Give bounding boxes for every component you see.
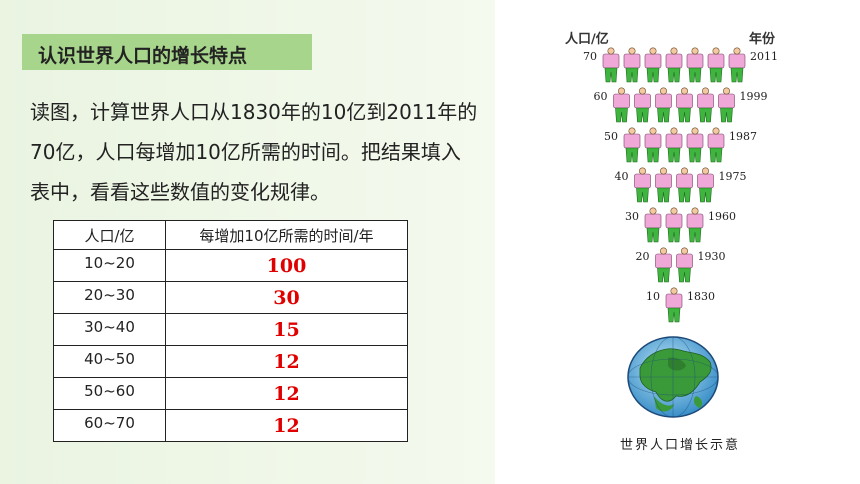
years-answer: 15 — [165, 313, 408, 346]
year-value-label: 1960 — [708, 210, 736, 223]
person-icon — [602, 47, 620, 83]
person-icon — [623, 47, 641, 83]
person-icon — [676, 167, 693, 203]
population-value-label: 20 — [636, 250, 650, 263]
person-icon — [644, 127, 662, 163]
population-range: 40~50 — [53, 345, 166, 378]
person-icon — [697, 87, 714, 123]
year-value-label: 1975 — [719, 170, 747, 183]
year-value-label: 1930 — [698, 250, 726, 263]
table-row: 60~70 12 — [53, 409, 408, 442]
population-range: 50~60 — [53, 377, 166, 410]
table-row: 30~40 15 — [53, 313, 408, 346]
person-icon — [655, 87, 672, 123]
header-population: 人口/亿 — [53, 220, 166, 250]
section-title: 认识世界人口的增长特点 — [38, 45, 248, 67]
person-icon — [676, 87, 693, 123]
years-answer: 100 — [165, 249, 408, 282]
figure-caption: 世界人口增长示意 — [620, 438, 741, 453]
person-icon — [686, 207, 704, 243]
person-icon — [644, 207, 662, 243]
population-value-label: 40 — [615, 170, 629, 183]
population-value-label: 30 — [625, 210, 639, 223]
population-range: 60~70 — [53, 409, 166, 442]
person-icon — [644, 47, 662, 83]
population-value-label: 50 — [604, 130, 618, 143]
population-range: 30~40 — [53, 313, 166, 346]
year-value-label: 1987 — [729, 130, 757, 143]
person-icon — [686, 47, 704, 83]
year-value-label: 1999 — [740, 90, 768, 103]
person-icon — [634, 167, 651, 203]
figure-population-axis-label: 人口/亿 — [565, 32, 609, 47]
instruction-paragraph: 读图，计算世界人口从1830年的10亿到2011年的70亿，人口每增加10亿所需… — [30, 100, 478, 204]
population-value-label: 70 — [583, 50, 597, 63]
person-icon — [665, 47, 683, 83]
person-icon — [707, 127, 725, 163]
table-header-row: 人口/亿 每增加10亿所需的时间/年 — [53, 220, 408, 250]
population-range: 20~30 — [53, 281, 166, 314]
person-icon — [665, 287, 683, 323]
population-value-label: 10 — [646, 290, 660, 303]
person-icon — [665, 127, 683, 163]
table-row: 50~60 12 — [53, 377, 408, 410]
person-icon — [697, 167, 714, 203]
person-icon — [676, 247, 693, 283]
population-table: 人口/亿 每增加10亿所需的时间/年 10~20 100 20~30 30 30… — [53, 220, 408, 442]
person-icon — [613, 87, 630, 123]
population-value-label: 60 — [594, 90, 608, 103]
year-value-label: 2011 — [750, 50, 778, 63]
person-icon — [707, 47, 725, 83]
person-icon — [634, 87, 651, 123]
figure-year-axis-label: 年份 — [749, 32, 776, 47]
person-icon — [623, 127, 641, 163]
person-icon — [655, 247, 672, 283]
year-value-label: 1830 — [687, 290, 715, 303]
section-title-bar: 认识世界人口的增长特点 — [22, 34, 312, 70]
person-icon — [728, 47, 746, 83]
table-row: 10~20 100 — [53, 249, 408, 282]
years-answer: 12 — [165, 409, 408, 442]
person-icon — [665, 207, 683, 243]
person-icon — [718, 87, 735, 123]
person-icon — [655, 167, 672, 203]
person-icon — [686, 127, 704, 163]
